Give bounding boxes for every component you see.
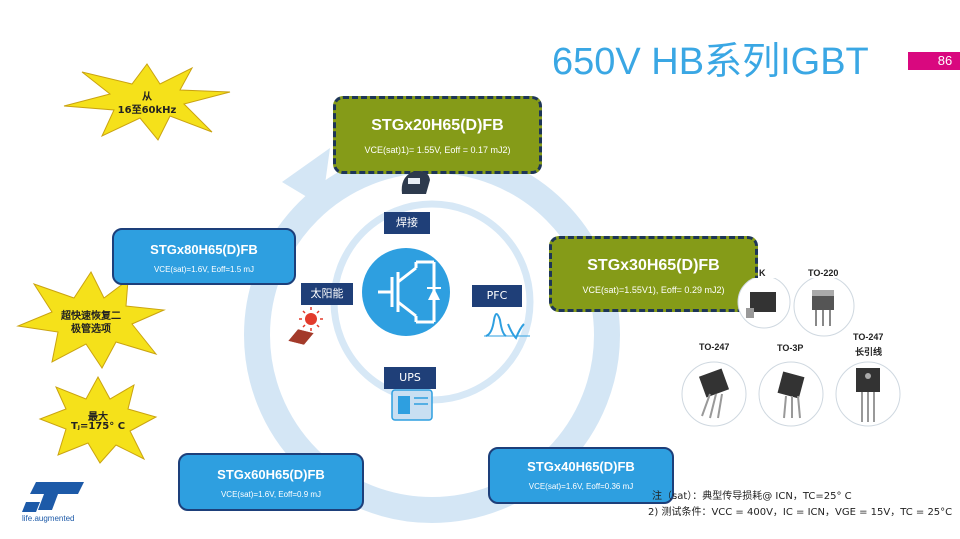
product-spec: VCE(sat)=1.6V, Eoff=1.5 mJ <box>153 265 255 274</box>
package-k-icon <box>737 278 791 329</box>
star-diode-line1: 超快速恢复二 <box>61 311 121 322</box>
star-diode-line2: 极管选项 <box>71 324 111 335</box>
app-label-welding: 焊接 <box>384 212 430 234</box>
star-frequency-line1: 从 <box>142 92 152 103</box>
product-spec: VCE(sat)=1.55V1), Eoff= 0.29 mJ2) <box>582 285 725 295</box>
package-label-to247-long-line2: 长引线 <box>855 347 883 357</box>
st-logo-icon <box>22 482 84 512</box>
ups-unit-icon <box>391 389 433 421</box>
product-box-80h65: STGx80H65(D)FB VCE(sat)=1.6V, Eoff=1.5 m… <box>112 228 296 285</box>
product-box-60h65: STGx60H65(D)FB VCE(sat)=1.6V, Eoff=0.9 m… <box>178 453 364 511</box>
page-number-bar <box>908 52 960 70</box>
welding-mask-icon <box>401 171 430 194</box>
package-label-to220: TO-220 <box>808 268 839 278</box>
app-label-solar: 太阳能 <box>301 283 353 305</box>
product-name: STGx60H65(D)FB <box>217 467 325 482</box>
product-name: STGx40H65(D)FB <box>527 459 635 474</box>
package-to220-icon <box>793 278 855 337</box>
product-name: STGx30H65(D)FB <box>587 257 720 274</box>
star-tj-line1: 最大 <box>88 412 108 423</box>
footnote-1: 注（sat）：典型传导损耗@ ICN，TC=25° C <box>652 491 852 502</box>
app-label-pfc: PFC <box>472 285 522 307</box>
star-burst-tj <box>38 375 158 464</box>
page-number: 86 <box>937 53 953 68</box>
product-spec: VCE(sat)1)= 1.55V, Eoff = 0.17 mJ2) <box>364 145 511 155</box>
package-label-k: K <box>759 268 766 278</box>
page-title: 650V HB系列IGBT <box>552 41 869 83</box>
package-to247-long-icon <box>835 361 901 427</box>
star-tj-line2: Tⱼ=175° C <box>70 421 126 432</box>
star-burst-diode <box>16 270 166 369</box>
package-label-to247: TO-247 <box>699 342 730 352</box>
package-to3p-icon <box>758 361 824 427</box>
solar-panel-icon <box>287 307 323 345</box>
igbt-symbol-icon <box>362 248 450 336</box>
product-name: STGx20H65(D)FB <box>371 117 504 134</box>
app-label-ups: UPS <box>384 367 436 389</box>
package-images <box>681 278 901 427</box>
product-name: STGx80H65(D)FB <box>150 242 258 257</box>
footnote-2: 2) 测试条件：VCC = 400V，IC = ICN，VGE = 15V，TC… <box>648 507 953 518</box>
product-box-20h65: STGx20H65(D)FB VCE(sat)1)= 1.55V, Eoff =… <box>333 96 542 174</box>
star-frequency-line2: 16至60kHz <box>117 105 177 116</box>
cycle-arrow-icon <box>282 148 330 206</box>
product-spec: VCE(sat)=1.6V, Eoff=0.36 mJ <box>528 482 634 491</box>
package-label-to247-long-line1: TO-247 <box>853 332 884 342</box>
product-box-40h65: STGx40H65(D)FB VCE(sat)=1.6V, Eoff=0.36 … <box>488 447 674 504</box>
package-to247-icon <box>681 361 747 427</box>
product-box-30h65: STGx30H65(D)FB VCE(sat)=1.55V1), Eoff= 0… <box>549 236 758 312</box>
pfc-waveform-icon <box>484 313 530 340</box>
product-spec: VCE(sat)=1.6V, Eoff=0.9 mJ <box>220 490 322 499</box>
package-label-to3p: TO-3P <box>777 343 804 353</box>
logo-tagline: life.augmented <box>22 514 75 523</box>
star-burst-frequency <box>63 63 231 141</box>
